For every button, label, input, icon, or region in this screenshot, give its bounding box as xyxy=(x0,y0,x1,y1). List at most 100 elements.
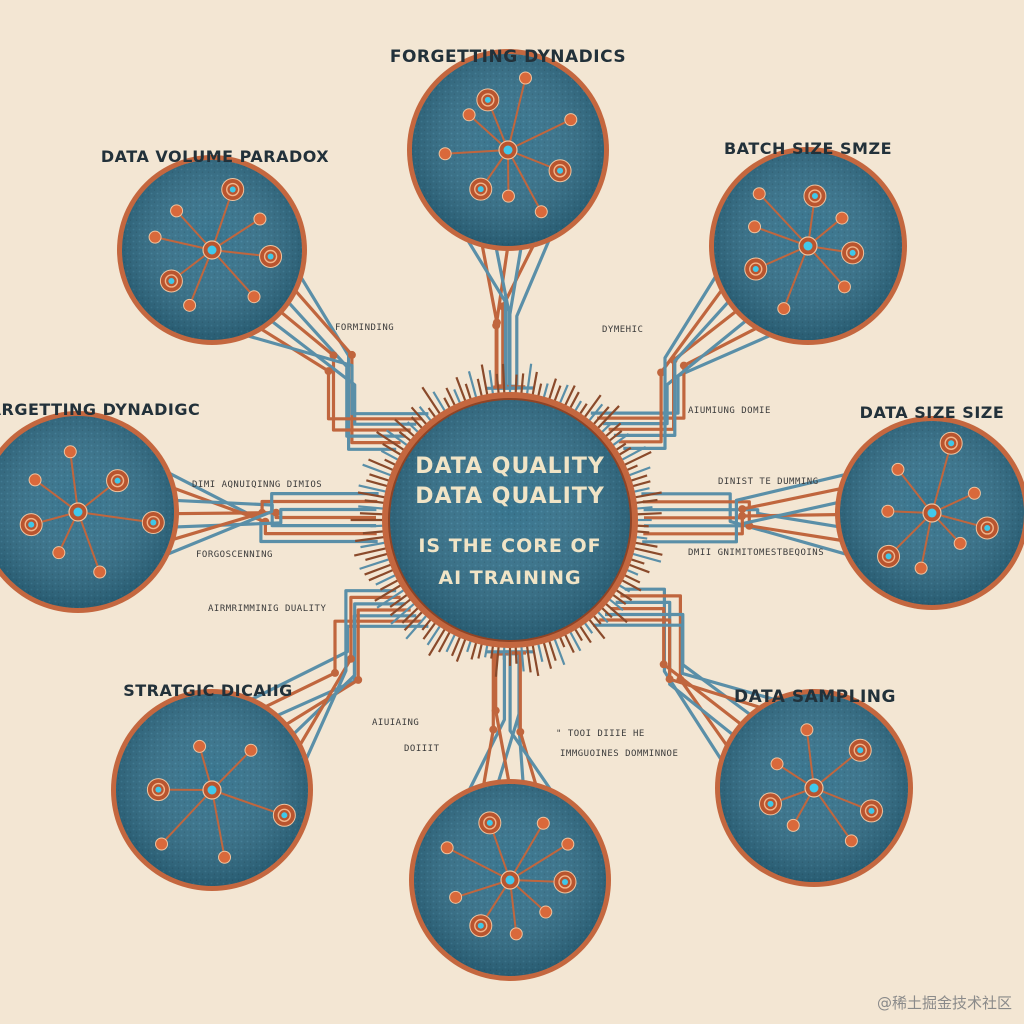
hub-bristle xyxy=(625,464,638,472)
node-spoke xyxy=(813,787,853,842)
hub-bristle xyxy=(614,442,627,452)
circuit-node xyxy=(786,818,800,832)
circuit-node xyxy=(155,837,169,851)
connector-wire xyxy=(603,315,752,426)
circuit-node xyxy=(914,561,928,575)
hub-bristle xyxy=(578,624,592,644)
connector-wire xyxy=(247,334,429,416)
hub-bristle xyxy=(379,578,400,591)
central-hub: DATA QUALITY DATA QUALITY IS THE CORE OF… xyxy=(382,392,638,648)
hub-bristle xyxy=(380,449,400,462)
hub-bristle xyxy=(563,633,575,654)
circuit-ring xyxy=(151,782,166,797)
node-label-top-right: BATCH SIZE SMZE xyxy=(724,139,892,158)
circuit-ring xyxy=(558,875,572,889)
hub-bristle xyxy=(426,624,442,646)
connector-wire xyxy=(615,600,739,740)
hub-bristle xyxy=(620,446,647,462)
hub-bristle xyxy=(547,378,557,401)
circuit-core xyxy=(229,186,236,193)
hub-bristle xyxy=(495,373,500,395)
node-left xyxy=(0,411,179,613)
connector-wire xyxy=(610,607,748,730)
hub-bristle xyxy=(583,621,594,634)
circuit-node xyxy=(561,837,575,851)
annotation: IMMGUOINES DOMMINNOE xyxy=(560,749,678,759)
connector-wire xyxy=(167,492,379,556)
circuit-ring xyxy=(749,262,763,276)
node-spoke xyxy=(211,249,255,298)
hub-bristle xyxy=(623,451,652,467)
connector-wire xyxy=(618,285,726,444)
circuit-core xyxy=(28,521,35,528)
hub-bristle xyxy=(428,627,447,657)
hub-bristle xyxy=(531,643,540,677)
annotation: DIMI AQNUIQINNG DIMIOS xyxy=(192,480,322,490)
hub-bristle xyxy=(520,373,525,395)
node-bottom xyxy=(409,779,611,981)
hub-bristle xyxy=(470,641,478,660)
annotation: AIRMRIMMINIG DUALITY xyxy=(208,604,326,614)
hub-bristle xyxy=(376,431,406,452)
circuit-ring xyxy=(864,804,879,818)
wire-junction xyxy=(491,706,500,715)
circuit-core xyxy=(752,266,759,273)
circuit-ring xyxy=(808,189,822,203)
annotation: FORGOSCENNING xyxy=(196,550,273,560)
connector-wire xyxy=(466,239,534,390)
connector-wire xyxy=(170,498,377,528)
hub-bristle xyxy=(587,617,606,640)
connector-wires xyxy=(167,239,847,791)
hub-bristle xyxy=(464,383,473,401)
node-spoke xyxy=(507,149,543,213)
hub-bristle xyxy=(633,541,658,548)
hub-bristle xyxy=(634,498,658,505)
circuit-node xyxy=(247,290,261,304)
node-spoke xyxy=(445,149,509,155)
hub-bristle xyxy=(438,630,452,653)
node-right xyxy=(835,416,1024,610)
node-spoke xyxy=(507,77,527,151)
hub-bristle xyxy=(614,588,633,602)
hub-bristle xyxy=(531,371,538,397)
wire-junction xyxy=(738,505,747,514)
hub-bristle xyxy=(450,635,462,657)
hub-bristle xyxy=(385,429,409,447)
node-spoke xyxy=(446,846,511,881)
hub-bristle xyxy=(623,573,641,584)
circuit-node xyxy=(449,890,463,904)
circuit-node xyxy=(438,147,452,161)
circuit-core xyxy=(948,440,955,447)
hub-bristle xyxy=(421,617,433,631)
node-center-core xyxy=(927,508,937,518)
node-spoke xyxy=(758,193,809,247)
circuit-ring xyxy=(845,246,860,260)
circuit-node xyxy=(52,546,66,560)
circuit-node xyxy=(193,739,207,753)
hub-bristle xyxy=(394,418,416,438)
circuit-ring xyxy=(277,808,292,823)
node-spoke xyxy=(77,511,154,524)
hub-bristle xyxy=(410,406,428,426)
hub-bristle xyxy=(360,541,387,549)
circuit-node xyxy=(253,212,267,226)
hub-bristle xyxy=(632,546,663,556)
circuit-ring xyxy=(110,473,125,488)
hub-bristle xyxy=(389,593,409,608)
circuit-core xyxy=(168,277,175,284)
circuit-core xyxy=(885,553,892,560)
circuit-ring xyxy=(481,93,495,107)
hub-bristle xyxy=(410,416,424,430)
hub-bristle xyxy=(376,588,406,609)
circuit-core xyxy=(486,819,493,826)
hub-bristle xyxy=(353,546,388,557)
node-spoke xyxy=(77,511,101,573)
hub-bristle xyxy=(596,610,609,624)
circuit-ring xyxy=(881,549,896,564)
circuit-node xyxy=(244,743,258,757)
hub-bristle xyxy=(632,487,650,494)
connector-wire xyxy=(593,623,775,701)
annotation: DYMEHIC xyxy=(602,325,643,335)
node-bottom-right xyxy=(715,689,913,887)
